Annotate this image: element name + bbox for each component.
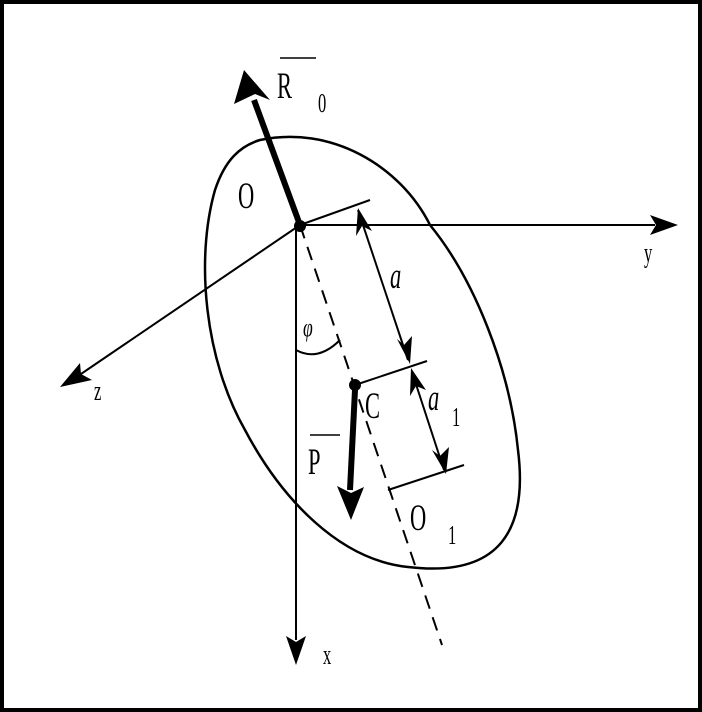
tick-line-o1 bbox=[387, 464, 465, 491]
axis-z-label: z bbox=[94, 376, 101, 408]
axis-z-arrowhead bbox=[60, 363, 92, 387]
weight-force-shaft bbox=[347, 389, 358, 491]
angle-phi-label: φ bbox=[303, 312, 313, 341]
center-of-mass-label: C bbox=[365, 384, 380, 426]
resultant-force-label: R bbox=[277, 64, 292, 106]
dashed-line-oc bbox=[299, 224, 443, 646]
tick-line-o bbox=[299, 199, 371, 226]
distance-a-arrow-bottom bbox=[397, 336, 412, 364]
distance-a-arrow-top bbox=[356, 208, 372, 236]
distance-a1-label: a bbox=[428, 376, 439, 418]
weight-force-arrowhead bbox=[337, 486, 364, 520]
axis-y-label: y bbox=[644, 238, 652, 270]
pivot-point-dot bbox=[294, 220, 306, 232]
axis-x-arrowhead bbox=[286, 636, 306, 665]
resultant-force-subscript: 0 bbox=[318, 88, 326, 118]
point-o1-subscript: 1 bbox=[448, 520, 456, 550]
axis-y-arrowhead bbox=[650, 215, 678, 235]
pivot-point-label: O bbox=[238, 174, 254, 216]
distance-a1-line bbox=[411, 371, 445, 471]
distance-a-line bbox=[357, 209, 409, 361]
angle-phi-arc bbox=[295, 339, 341, 356]
distance-a1-subscript: 1 bbox=[452, 402, 460, 432]
axis-z-line bbox=[77, 224, 301, 377]
distance-a1-arrow-bottom bbox=[432, 447, 449, 474]
axis-x-label: x bbox=[323, 640, 331, 672]
distance-a-label: a bbox=[390, 254, 401, 296]
resultant-force-arrowhead bbox=[234, 70, 270, 104]
tick-line-c bbox=[354, 360, 428, 386]
center-of-mass-dot bbox=[349, 379, 361, 391]
distance-a1-arrow-top bbox=[410, 368, 426, 396]
resultant-force-shaft bbox=[251, 98, 303, 227]
weight-force-label: P bbox=[308, 440, 321, 482]
point-o1-label: O bbox=[410, 496, 426, 538]
